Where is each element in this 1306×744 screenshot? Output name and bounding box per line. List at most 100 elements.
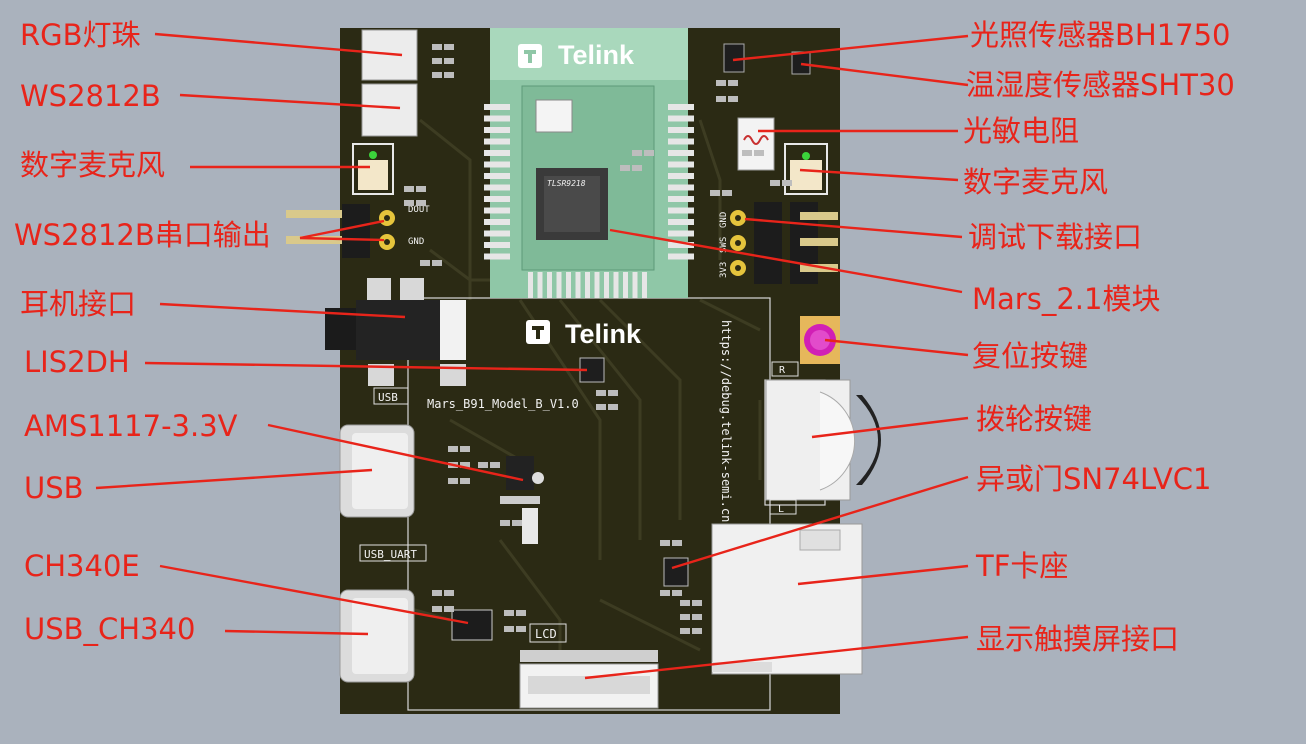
microphone-right (785, 144, 827, 194)
callout-light-sensor: 光照传感器BH1750 (970, 18, 1231, 52)
smd-passive (432, 58, 442, 64)
smd-passive (596, 404, 606, 410)
smd-passive (692, 614, 702, 620)
module-pad (668, 196, 694, 202)
smd-passive (680, 628, 690, 634)
microphone-left (353, 144, 393, 194)
callout-ws2812b-serial: WS2812B串口输出 (14, 218, 271, 252)
callout-tf-socket: TF卡座 (976, 549, 1068, 583)
smd-passive (512, 520, 522, 526)
module-pad (484, 242, 510, 248)
module-pad (668, 150, 694, 156)
smd-passive (444, 72, 454, 78)
photoresistor (738, 118, 774, 170)
display-touch-connector (520, 650, 658, 708)
module-pad (668, 254, 694, 260)
silk-dout: DOUT (408, 205, 430, 215)
soc-chip-marking: TLSR9218 (547, 179, 586, 188)
module-pad (614, 272, 619, 298)
smd-passive (672, 540, 682, 546)
module-pad (576, 272, 581, 298)
callout-ws2812b: WS2812B (20, 79, 161, 113)
module-pad (668, 219, 694, 225)
module-pad (566, 272, 571, 298)
module-pad (484, 139, 510, 145)
module-pad (484, 219, 510, 225)
module-brand: Telink (558, 40, 635, 70)
smd-passive (632, 150, 642, 156)
smd-passive (716, 96, 726, 102)
module-pad (484, 185, 510, 191)
module-pad (484, 231, 510, 237)
callout-debug-port: 调试下载接口 (968, 220, 1142, 254)
module-pad (668, 208, 694, 214)
callout-rgb-led: RGB灯珠 (20, 18, 141, 52)
ws2812b-led (362, 84, 417, 136)
smd-passive (432, 590, 442, 596)
smd-passive (444, 58, 454, 64)
dial-button (766, 362, 881, 514)
callout-usb: USB (24, 471, 84, 505)
smd-passive (432, 72, 442, 78)
smd-passive (416, 200, 426, 206)
smd-passive (444, 606, 454, 612)
smd-passive (516, 610, 526, 616)
module-pad (538, 272, 543, 298)
silk-usb-uart: USB_UART (364, 548, 417, 561)
smd-passive (432, 606, 442, 612)
module-pad (668, 139, 694, 145)
module-pad (547, 272, 552, 298)
smd-passive (770, 180, 780, 186)
module-pad (484, 173, 510, 179)
callout-ch340e: CH340E (24, 549, 140, 583)
module-pad (484, 116, 510, 122)
smd-passive (692, 628, 702, 634)
silk-model: Mars_B91_Model_B_V1.0 (427, 397, 579, 411)
smd-passive (416, 186, 426, 192)
module-pad (668, 173, 694, 179)
board-brand: Telink (565, 319, 642, 349)
callout-dial-button: 拨轮按键 (976, 402, 1092, 436)
smd-passive (444, 590, 454, 596)
module-pad (484, 127, 510, 133)
callout-usb-ch340: USB_CH340 (24, 612, 195, 646)
telink-logo-icon (518, 44, 542, 68)
smd-passive (444, 44, 454, 50)
callout-temp-humidity: 温湿度传感器SHT30 (966, 68, 1235, 102)
module-pad (668, 185, 694, 191)
silk-debug-3v3: 3V3 (719, 262, 729, 278)
smd-passive (432, 44, 442, 50)
smd-passive (620, 165, 630, 171)
smd-passive (728, 80, 738, 86)
smd-passive (404, 186, 414, 192)
silk-usb: USB (378, 391, 398, 404)
smd-passive (460, 446, 470, 452)
callout-display-touch: 显示触摸屏接口 (976, 622, 1179, 656)
telink-logo-main-icon (526, 320, 550, 344)
smd-passive (608, 404, 618, 410)
smd-passive (432, 260, 442, 266)
module-pad (528, 272, 533, 298)
callout-reset-button: 复位按键 (972, 339, 1088, 373)
smd-passive (680, 600, 690, 606)
module-pad (585, 272, 590, 298)
silk-dial-l: L (778, 504, 784, 515)
smd-passive (420, 260, 430, 266)
callout-ams1117: AMS1117-3.3V (24, 409, 238, 443)
module-pad (642, 272, 647, 298)
smd-passive (500, 520, 510, 526)
module-pad (668, 127, 694, 133)
smd-passive (448, 478, 458, 484)
smd-passive (516, 626, 526, 632)
module-pad (484, 150, 510, 156)
module-pad (668, 116, 694, 122)
smd-passive (754, 150, 764, 156)
module-pad (633, 272, 638, 298)
callout-mic-right: 数字麦克风 (963, 165, 1108, 199)
module-pad (557, 272, 562, 298)
smd-passive (692, 600, 702, 606)
module-pad (668, 231, 694, 237)
callout-xor-gate: 异或门SN74LVC1 (976, 462, 1212, 496)
sht30-sensor (792, 52, 810, 74)
xor-gate-chip (664, 558, 688, 586)
